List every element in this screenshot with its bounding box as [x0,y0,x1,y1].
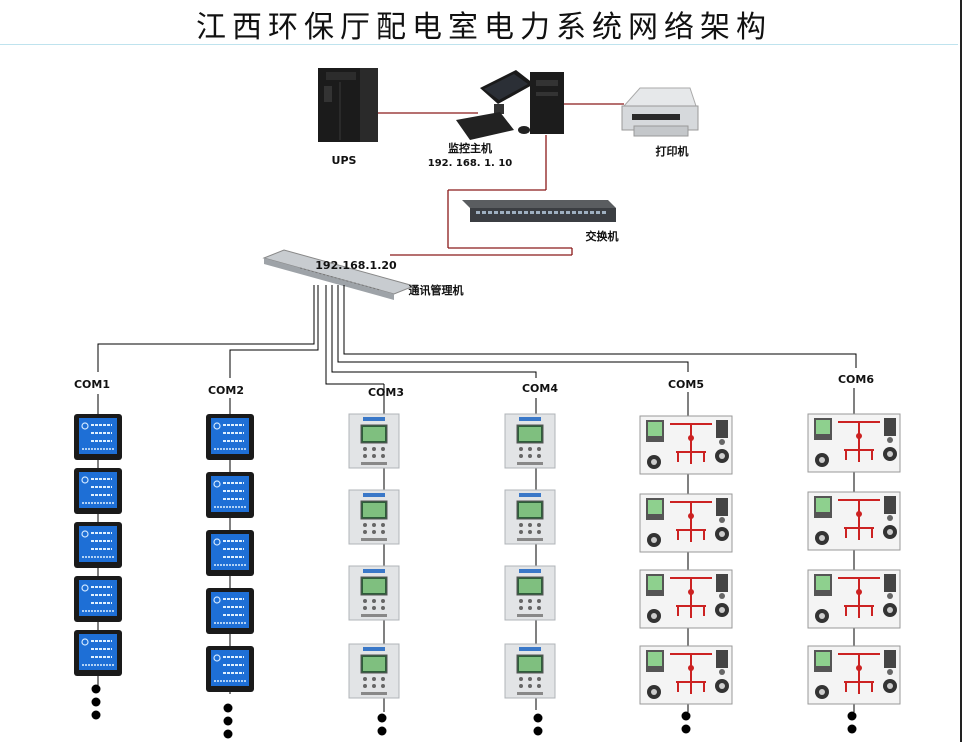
comm-manager [262,249,416,300]
ups-label: UPS [332,154,357,167]
switchgear-panel-icon [807,413,901,473]
protection-relay-icon [504,489,556,545]
manager-ip: 192.168.1.20 [315,259,397,272]
switchgear-panel-icon [807,491,901,551]
switchgear-panel-icon [807,645,901,705]
com2-devices [205,413,255,693]
com4-label: COM4 [522,382,558,395]
protection-relay-icon [348,413,400,469]
power-meter-icon [73,467,123,515]
com5-devices [639,415,733,705]
power-meter-icon [205,529,255,577]
com5-label: COM5 [668,378,704,391]
power-meter-icon [73,629,123,677]
power-meter-icon [205,645,255,693]
power-meter-icon [73,575,123,623]
com1-label: COM1 [74,378,110,391]
power-meter-icon [73,521,123,569]
host-ip: 192. 168. 1. 10 [428,158,513,169]
printer-device [621,87,699,137]
switchgear-panel-icon [639,415,733,475]
ups-device [318,68,378,142]
switchgear-panel-icon [639,493,733,553]
switchgear-panel-icon [639,645,733,705]
protection-relay-icon [348,643,400,699]
network-switch [462,200,616,222]
com4-devices [504,413,556,699]
power-meter-icon [205,471,255,519]
protection-relay-icon [504,565,556,621]
printer-label: 打印机 [656,144,689,158]
protection-relay-icon [348,565,400,621]
protection-relay-icon [348,489,400,545]
red-links [378,103,624,256]
com1-devices [73,413,123,677]
manager-label: 通讯管理机 [409,283,464,297]
switch-label: 交换机 [586,229,619,243]
power-meter-icon [205,587,255,635]
title-divider [0,44,958,45]
right-border [960,0,962,742]
power-meter-icon [73,413,123,461]
continuation-dots [91,684,857,739]
monitoring-host [456,70,564,140]
com3-label: COM3 [368,386,404,399]
switchgear-panel-icon [807,569,901,629]
com3-devices [348,413,400,699]
com6-label: COM6 [838,373,874,386]
page-title: 江西环保厅配电室电力系统网络架构 [196,10,772,45]
protection-relay-icon [504,413,556,469]
host-label: 监控主机 [448,141,492,155]
switchgear-panel-icon [639,569,733,629]
power-meter-icon [205,413,255,461]
bus-lines [97,285,857,400]
protection-relay-icon [504,643,556,699]
com2-label: COM2 [208,384,244,397]
